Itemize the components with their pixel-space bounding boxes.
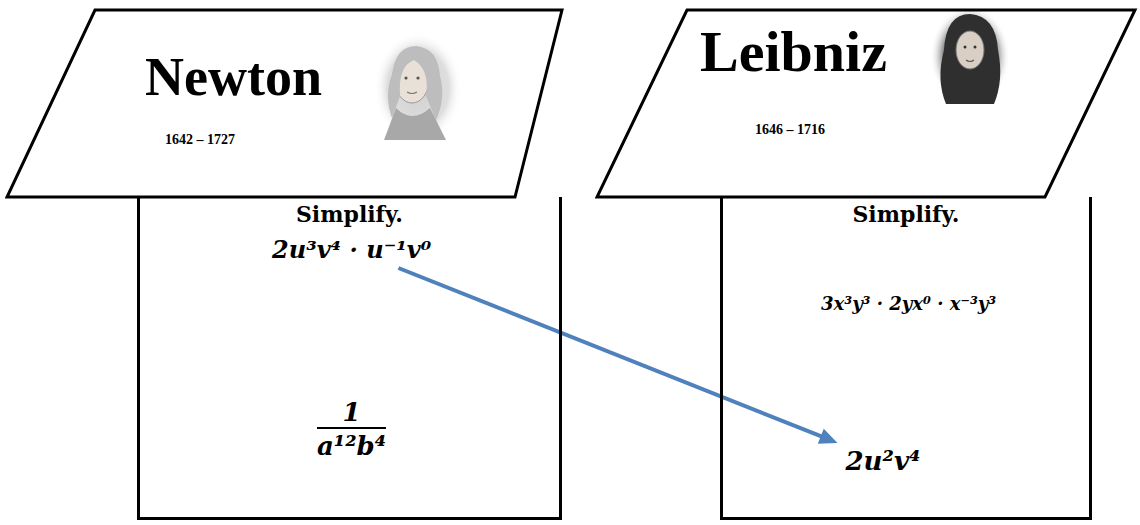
header-outline — [597, 10, 1135, 197]
card-header: Leibniz 1646 – 1716 — [595, 8, 1138, 199]
fraction-stack: 1a¹²b⁴ — [317, 397, 386, 461]
instruction-text: Simplify. — [140, 201, 559, 227]
node-text: 3x³y³ · 2yx⁰ · x⁻³y³ — [821, 293, 996, 314]
problem-expression: 2u³v⁴ · u⁻¹v⁰ — [264, 231, 440, 268]
life-years: 1642 – 1727 — [165, 132, 235, 147]
problem-expression: 3x³y³ · 2yx⁰ · x⁻³y³ — [813, 289, 1005, 318]
instruction-text: Simplify. — [723, 201, 1089, 227]
text-slot: 1642 – 1727 — [165, 130, 235, 148]
scientist-name: Leibniz — [700, 19, 887, 84]
answer-expression: 2u²v⁴ — [838, 442, 929, 480]
header-outline — [7, 10, 562, 197]
text-slot: Leibniz — [700, 18, 887, 85]
node-text: 2u²v⁴ — [846, 446, 921, 476]
node-text: 2u³v⁴ · u⁻¹v⁰ — [272, 235, 431, 264]
card-body: Simplify. 3x³y³ · 2yx⁰ · x⁻³y³ 2u²v⁴ — [720, 197, 1092, 520]
text-slot: Newton — [145, 46, 322, 108]
fraction-denominator: a¹²b⁴ — [317, 427, 386, 461]
card-header: Newton 1642 – 1727 — [5, 8, 565, 199]
answer-fraction: 1a¹²b⁴ — [309, 393, 395, 465]
card-body: Simplify. 2u³v⁴ · u⁻¹v⁰ 1a¹²b⁴ — [137, 197, 562, 520]
life-years: 1646 – 1716 — [755, 122, 825, 137]
fraction-numerator: 1 — [317, 397, 386, 427]
text-slot: 1646 – 1716 — [755, 120, 825, 138]
newton-portrait — [374, 32, 462, 144]
connector-line — [398, 268, 822, 437]
leibniz-portrait — [930, 6, 1010, 106]
arrowhead — [818, 429, 838, 444]
connector-arrow — [398, 268, 837, 444]
scientist-name: Newton — [145, 47, 322, 107]
